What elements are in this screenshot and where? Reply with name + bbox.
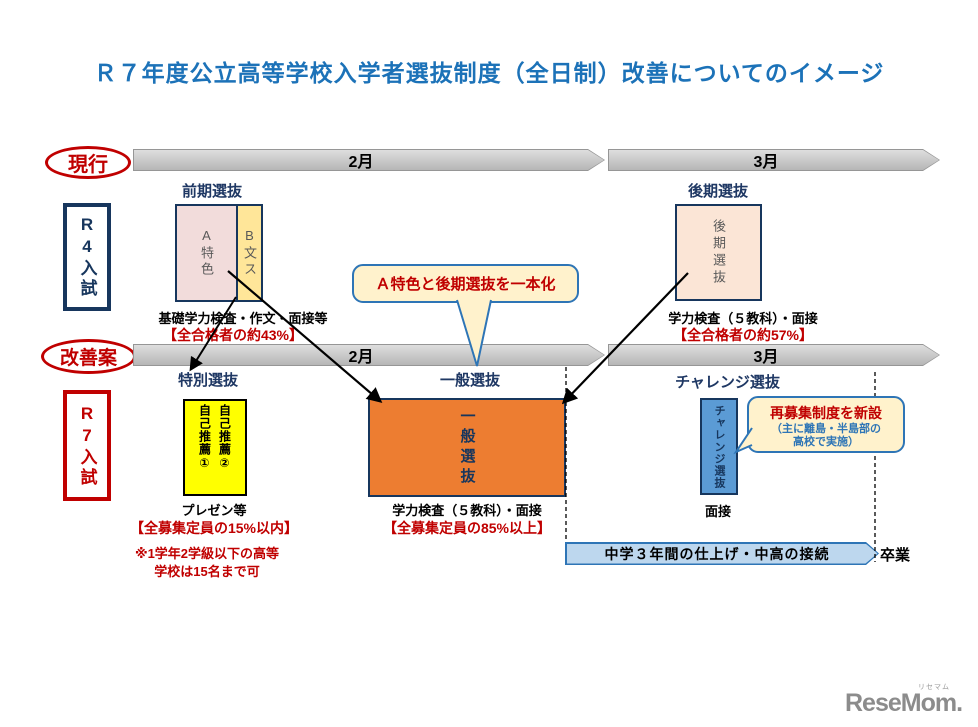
month-label-mar-proposal: 3月 bbox=[609, 345, 939, 365]
late-selection-heading: 後期選抜 bbox=[687, 183, 748, 200]
box-b-bunsu: B文ス bbox=[236, 206, 261, 300]
r4-exam-box: R4入試 bbox=[63, 203, 111, 311]
challenge-selection-box: チャレンジ選抜 bbox=[700, 398, 738, 495]
merge-callout-bubble: Ａ特色と後期選抜を一本化 bbox=[352, 264, 579, 303]
resemom-logo-name: ReseMom. bbox=[845, 689, 963, 717]
self-recommend-2-label: 自己推薦② bbox=[217, 404, 232, 471]
resemom-logo-ruby: リセマム bbox=[918, 684, 950, 691]
month-label-feb-proposal: 2月 bbox=[134, 345, 604, 365]
special-quota-note: 【全募集定員の15%以内】 bbox=[129, 520, 299, 536]
month-label-mar-current: 3月 bbox=[609, 150, 939, 170]
timeline-proposal-mar: 3月 bbox=[608, 344, 940, 366]
early-selection-box: A特色 B文ス bbox=[175, 204, 263, 302]
general-selection-box: 一般選抜 bbox=[368, 398, 566, 497]
month-label-feb-current: 2月 bbox=[134, 150, 604, 170]
general-selection-heading: 一般選抜 bbox=[439, 372, 500, 389]
timeline-proposal-feb: 2月 bbox=[133, 344, 605, 366]
general-box-label: 一般選抜 bbox=[458, 407, 476, 488]
box-a-tokushoku: A特色 bbox=[177, 206, 236, 300]
challenge-exam-note: 面接 bbox=[704, 504, 731, 519]
resemom-logo: リセマム ReseMom. bbox=[845, 684, 963, 717]
special-footnote-line2: 学校は15名まで可 bbox=[154, 564, 260, 579]
rerecruit-callout-bubble: 再募集制度を新設 （主に離島・半島部の 高校で実施） bbox=[747, 396, 905, 453]
special-selection-heading: 特別選抜 bbox=[177, 372, 238, 389]
early-share-note: 【全合格者の約43%】 bbox=[162, 327, 304, 343]
junior-high-banner: 中学３年間の仕上げ・中高の接続 bbox=[565, 542, 879, 565]
late-share-note: 【全合格者の約57%】 bbox=[672, 327, 814, 343]
rerecruit-callout-sub2: 高校で実施） bbox=[793, 436, 859, 448]
r4-exam-label: R4入試 bbox=[77, 215, 97, 299]
graduation-label: 卒業 bbox=[880, 547, 911, 564]
general-quota-note: 【全募集定員の85%以上】 bbox=[382, 520, 552, 536]
box-a-label: A特色 bbox=[199, 228, 214, 278]
r7-exam-box: R7入試 bbox=[63, 390, 111, 501]
timeline-current-mar: 3月 bbox=[608, 149, 940, 171]
r7-exam-label: R7入試 bbox=[77, 403, 97, 488]
late-exam-note: 学力検査（５教科）・面接 bbox=[668, 311, 818, 326]
special-footnote-line1: ※1学年2学級以下の高等 bbox=[134, 546, 280, 561]
rerecruit-callout-sub1: （主に離島・半島部の bbox=[771, 423, 881, 435]
challenge-box-label: チャレンジ選抜 bbox=[713, 404, 725, 489]
self-recommend-1-label: 自己推薦① bbox=[197, 404, 212, 471]
special-exam-note: プレゼン等 bbox=[181, 503, 247, 518]
late-box-label: 後期選抜 bbox=[711, 218, 726, 287]
rerecruit-callout-title: 再募集制度を新設 bbox=[770, 405, 882, 421]
box-b-label: B文ス bbox=[242, 228, 257, 278]
page-title: Ｒ７年度公立高等学校入学者選抜制度（全日制）改善についてのイメージ bbox=[93, 60, 885, 86]
timeline-current-feb: 2月 bbox=[133, 149, 605, 171]
early-selection-heading: 前期選抜 bbox=[181, 183, 242, 200]
current-badge: 現行 bbox=[45, 146, 131, 179]
late-selection-box: 後期選抜 bbox=[675, 204, 762, 301]
merge-callout-text: Ａ特色と後期選抜を一本化 bbox=[375, 276, 556, 293]
special-selection-box: 自己推薦① 自己推薦② bbox=[183, 399, 247, 496]
junior-high-banner-label: 中学３年間の仕上げ・中高の接続 bbox=[567, 544, 878, 564]
proposal-badge: 改善案 bbox=[41, 339, 136, 374]
challenge-selection-heading: チャレンジ選抜 bbox=[675, 374, 780, 391]
general-exam-note: 学力検査（５教科）・面接 bbox=[392, 503, 542, 518]
